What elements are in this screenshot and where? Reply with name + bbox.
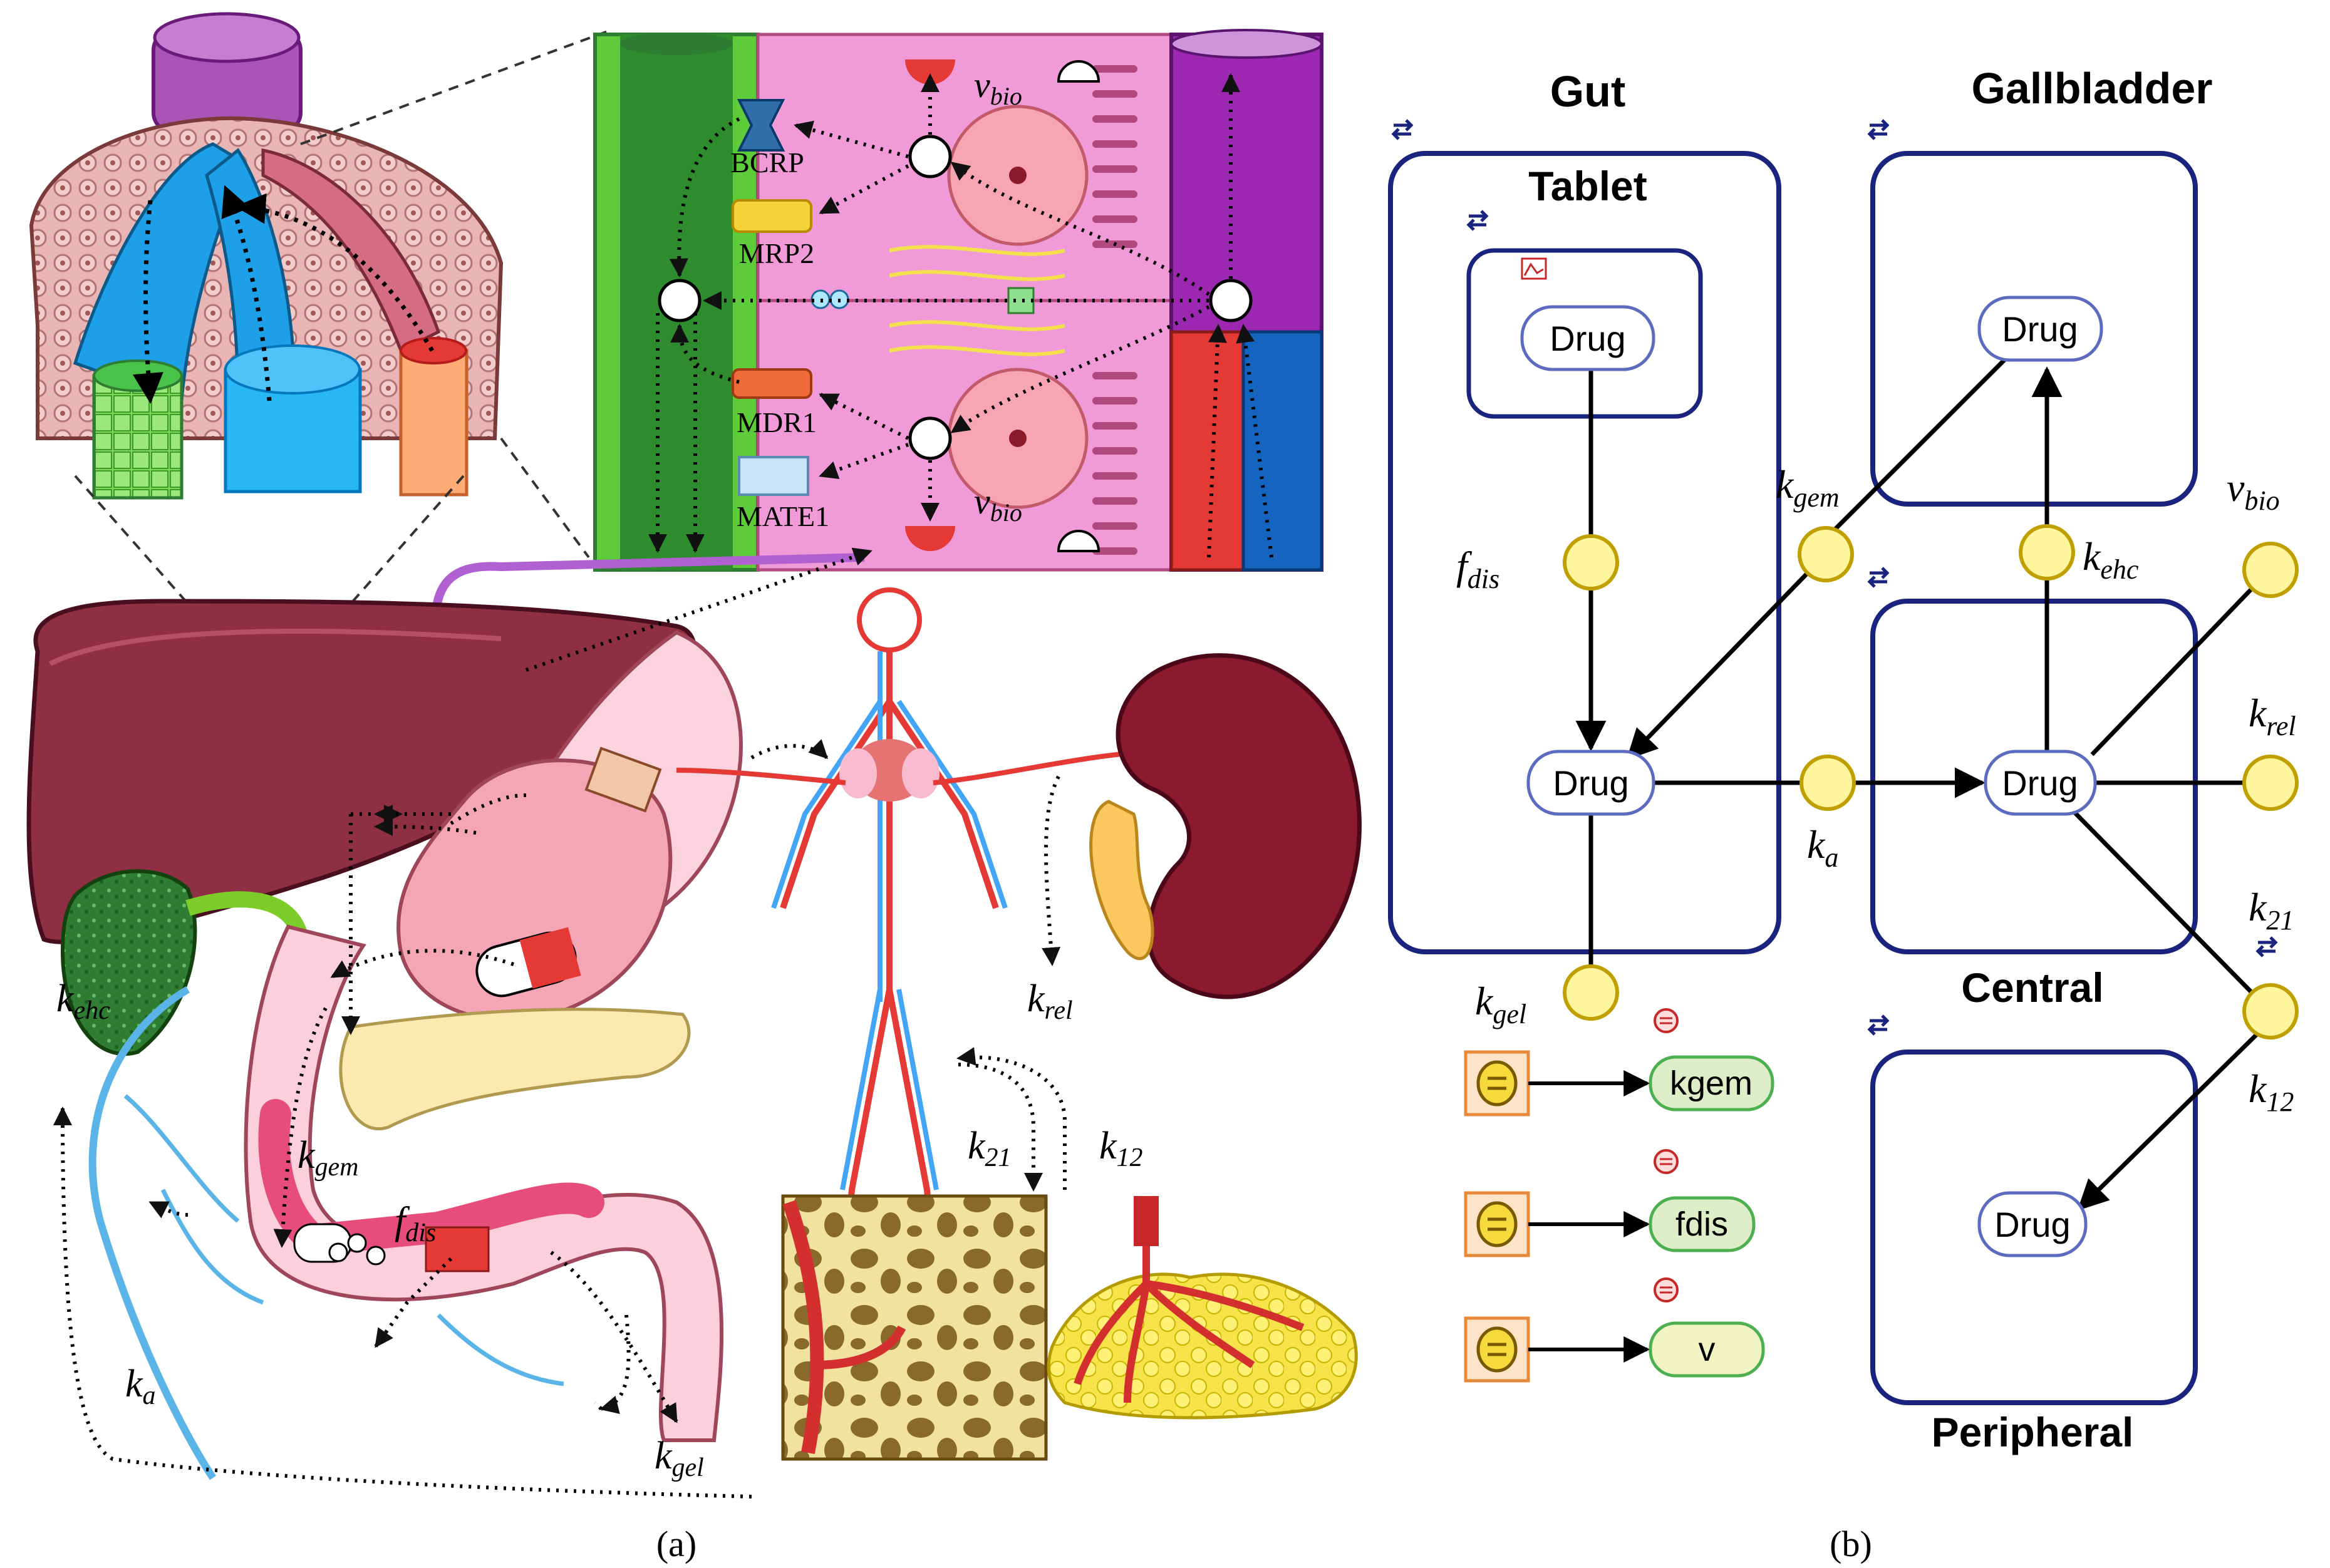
assignment-rules: kgem fdis v [1464, 1008, 1774, 1383]
v-bio-top-label: vbio [974, 64, 1022, 110]
compartment-title-gallbladder: Gallbladder [1971, 64, 2212, 113]
param-node-k-a[interactable] [1799, 755, 1856, 811]
mate1-label: MATE1 [737, 500, 829, 532]
compartment-central[interactable] [1870, 599, 2198, 954]
k-rel-label-a: krel [1027, 977, 1073, 1025]
compartment-peripheral[interactable] [1870, 1050, 2198, 1405]
f-dis-label-a: fdis [395, 1200, 436, 1247]
circulatory-body [676, 587, 1166, 1259]
compartment-title-tablet: Tablet [1528, 163, 1647, 209]
hepatocyte-zoom: BCRP MRP2 MDR1 MATE1 [593, 29, 1323, 572]
equation-icon [1654, 1149, 1679, 1174]
kidney-illustration: krel [1027, 653, 1362, 1025]
panel-b: Gut Gallbladder Tablet Central Periphera… [1388, 64, 2299, 1564]
k-gem-label-a: kgem [298, 1134, 359, 1182]
v-bio-bottom-label: vbio [974, 481, 1022, 527]
k-12-label-a: k12 [1099, 1125, 1143, 1172]
species-label: Drug [1994, 1205, 2070, 1244]
param-label-k-12: k12 [2249, 1066, 2294, 1117]
species-label: Drug [2002, 309, 2078, 349]
param-node-f-dis[interactable] [1563, 534, 1619, 591]
compartment-gut[interactable] [1388, 151, 1781, 954]
panel-a-caption: (a) [656, 1524, 696, 1564]
species-tablet-drug[interactable]: Drug [1520, 305, 1655, 371]
param-label-k-21: k21 [2249, 885, 2294, 936]
k-gel-label-a: kgel [655, 1435, 704, 1482]
assignment-fdis[interactable]: fdis [1464, 1149, 1756, 1257]
assignment-label: kgem [1670, 1065, 1753, 1102]
mdr1-label: MDR1 [737, 406, 817, 438]
k-21-label-a: k21 [968, 1125, 1012, 1172]
param-label-v-bio: vbio [2227, 465, 2280, 516]
panel-a: BCRP MRP2 MDR1 MATE1 [26, 12, 1362, 1564]
equation-icon [1654, 1277, 1679, 1302]
reaction-edges [1575, 352, 2260, 1211]
assignment-label: fdis [1675, 1205, 1728, 1243]
param-node-k-gel[interactable] [1563, 964, 1619, 1021]
param-node-v-bio[interactable] [2242, 542, 2299, 598]
param-label-f-dis: fdis [1456, 544, 1499, 594]
bcrp-label: BCRP [730, 147, 804, 178]
species-label: Drug [1550, 319, 1625, 358]
assignment-label: v [1699, 1331, 1716, 1368]
species-label: Drug [2002, 763, 2078, 803]
equation-icon [1654, 1008, 1679, 1033]
compartment-title-gut: Gut [1550, 67, 1626, 116]
digestive-organs: kehc kgem fdis ka kgel [26, 547, 872, 1498]
peripheral-tissues: k21 k12 [781, 1047, 1358, 1461]
compartment-toggle-icons [1391, 119, 2278, 1036]
compartment-gallbladder[interactable] [1870, 151, 2198, 507]
species-gut-drug[interactable]: Drug [1526, 750, 1655, 816]
panel-b-caption: (b) [1830, 1524, 1872, 1564]
param-label-k-gem: kgem [1776, 462, 1840, 513]
param-node-k-ehc[interactable] [2019, 524, 2075, 580]
liver-lobule-illustration [29, 12, 504, 500]
compartment-tablet[interactable] [1466, 248, 1703, 419]
param-label-k-a: ka [1807, 822, 1838, 873]
transporter-mrp2: MRP2 [732, 199, 814, 269]
param-node-k-rel[interactable] [2242, 755, 2299, 811]
param-label-k-gel: kgel [1475, 979, 1526, 1029]
k-a-label-a: ka [125, 1363, 156, 1410]
transporter-mate1: MATE1 [737, 456, 829, 532]
mrp2-label: MRP2 [739, 237, 814, 269]
species-peripheral-drug[interactable]: Drug [1977, 1191, 2088, 1257]
species-central-drug[interactable]: Drug [1984, 750, 2097, 816]
parameter-nodes [1563, 524, 2299, 1039]
param-label-k-rel: krel [2249, 691, 2296, 741]
compartment-title-peripheral: Peripheral [1932, 1409, 2134, 1455]
species-gallbladder-drug[interactable]: Drug [1977, 296, 2103, 362]
species-label: Drug [1553, 763, 1628, 803]
assignment-v[interactable]: v [1464, 1277, 1765, 1383]
param-node-k-21-k-12[interactable] [2242, 983, 2299, 1039]
transporter-bcrp: BCRP [730, 99, 804, 178]
transporter-mdr1: MDR1 [732, 368, 817, 438]
param-node-k-gem[interactable] [1798, 526, 1854, 582]
k-ehc-label-a: kehc [56, 977, 110, 1025]
param-label-k-ehc: kehc [2083, 534, 2139, 585]
compartment-title-central: Central [1961, 964, 2103, 1011]
assignment-kgem[interactable]: kgem [1464, 1008, 1774, 1117]
